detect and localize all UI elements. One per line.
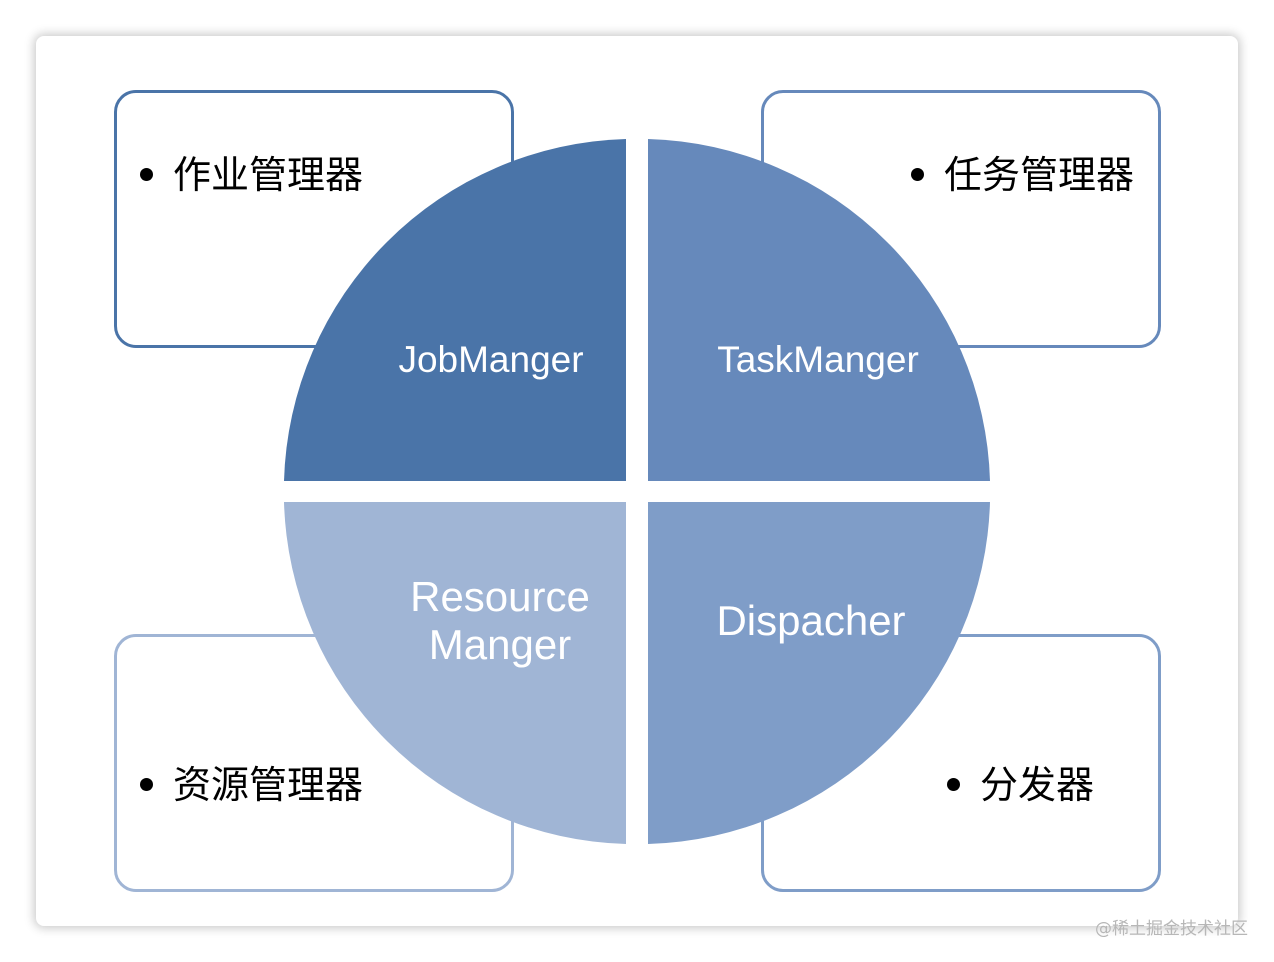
segment-jobmanager — [284, 139, 626, 481]
bullet-item-top-left: 作业管理器 — [140, 156, 363, 194]
segment-resourcemanager — [284, 502, 626, 844]
bullet-item-top-right: 任务管理器 — [910, 153, 1134, 197]
bullet-dot-icon — [140, 778, 153, 791]
segment-taskmanager — [648, 139, 990, 481]
label-resource: Resource — [410, 573, 590, 620]
bullet-text-bottom-left: 资源管理器 — [173, 763, 364, 807]
label-manger: Manger — [429, 621, 571, 668]
bullet-dot-icon — [910, 168, 924, 181]
bullet-text-top-left: 作业管理器 — [173, 153, 364, 197]
bullet-text-top-right: 任务管理器 — [943, 153, 1134, 197]
watermark-text: @稀土掘金技术社区 — [1095, 919, 1248, 939]
bullet-item-bottom-left: 资源管理器 — [140, 766, 363, 804]
label-dispacher: Dispacher — [716, 597, 905, 644]
label-jobmanger: JobManger — [398, 339, 583, 380]
segment-dispacher — [648, 502, 990, 844]
label-taskmanger: TaskManger — [717, 339, 919, 380]
bullet-dot-icon — [946, 778, 960, 791]
bullet-item-bottom-right: 分发器 — [946, 763, 1094, 807]
bullet-dot-icon — [140, 168, 153, 181]
bullet-text-bottom-right: 分发器 — [979, 763, 1094, 807]
